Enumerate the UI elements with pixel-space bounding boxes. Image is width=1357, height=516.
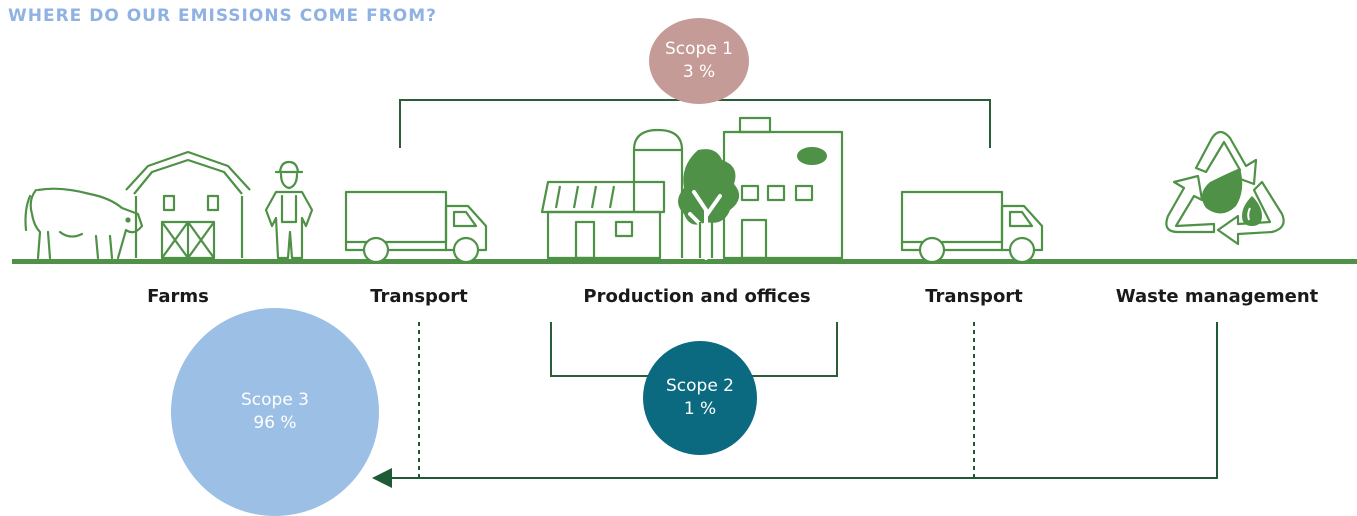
truck-icon xyxy=(900,190,1044,264)
stage-label-production: Production and offices xyxy=(583,286,811,307)
truck-icon xyxy=(344,190,488,264)
stage-label-farms: Farms xyxy=(147,286,209,307)
stage-label-transport-2: Transport xyxy=(925,286,1023,307)
scope2-value: 1 % xyxy=(683,399,717,419)
scope2-circle: Scope 2 1 % xyxy=(643,341,757,455)
scope3-value: 96 % xyxy=(253,413,297,433)
ground-line xyxy=(12,259,1357,264)
tree-icon xyxy=(678,149,740,260)
barn-icon xyxy=(125,150,251,260)
cow-icon xyxy=(24,187,144,260)
scope2-name: Scope 2 xyxy=(665,376,734,397)
scope1-value: 3 % xyxy=(682,62,716,82)
scope1-name: Scope 1 xyxy=(664,39,733,60)
scope3-circle: Scope 3 96 % xyxy=(171,308,379,516)
farmer-icon xyxy=(264,160,314,260)
scope1-bracket xyxy=(399,99,991,148)
recycle-icon xyxy=(1165,130,1285,246)
scope1-circle: Scope 1 3 % xyxy=(649,18,749,104)
scope3-name: Scope 3 xyxy=(240,390,309,411)
stage-label-waste: Waste management xyxy=(1115,286,1319,307)
diagram-title: WHERE DO OUR EMISSIONS COME FROM? xyxy=(8,6,438,26)
factory-icon xyxy=(540,116,844,260)
scope3-connectors xyxy=(372,322,1218,488)
stage-label-transport-1: Transport xyxy=(370,286,468,307)
